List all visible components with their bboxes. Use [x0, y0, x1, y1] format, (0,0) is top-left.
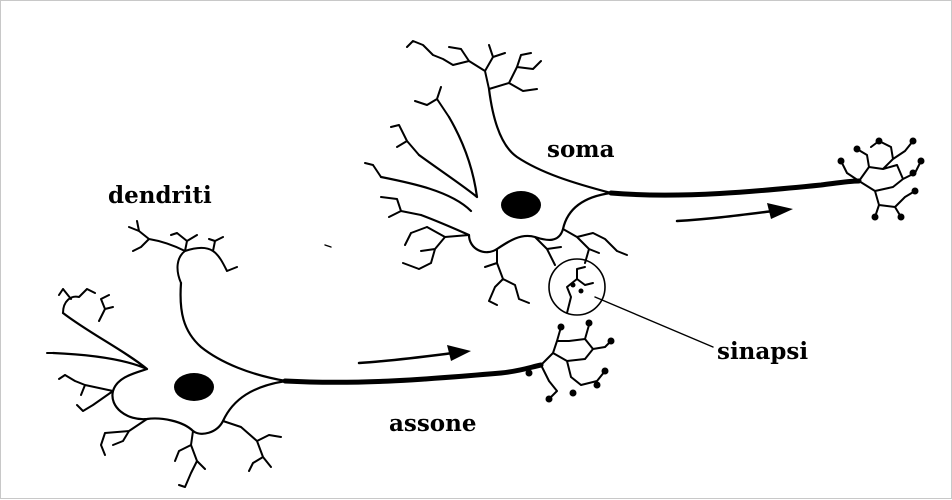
soma-outline-lower [53, 283, 286, 434]
dendrite-lower-top [129, 221, 237, 283]
signal-arrowhead-upper [767, 203, 793, 219]
axon-terminal-lower [541, 325, 611, 399]
synapse-region [549, 259, 713, 347]
nucleus-lower [174, 373, 214, 401]
neuron-upper [365, 41, 925, 305]
dendrite-lower-left [47, 289, 147, 455]
synapse-circle [549, 259, 605, 315]
dendrite-lower-bottom [175, 421, 281, 487]
signal-arrowhead-lower [447, 345, 471, 361]
signal-arrow-upper [677, 211, 773, 221]
label-dendrites: dendriti [108, 184, 212, 207]
signal-arrow-lower [359, 353, 453, 363]
neuron-lower [47, 221, 615, 487]
dendrite-upper-bottom [485, 229, 627, 305]
label-axon: assone [389, 412, 477, 435]
dendrite-upper-top [407, 41, 541, 91]
label-synapse: sinapsi [717, 340, 808, 363]
soma-outline-upper [381, 89, 611, 252]
nucleus-upper [501, 191, 541, 219]
axon-upper [611, 181, 859, 195]
stray-mark [325, 245, 331, 247]
label-soma: soma [547, 138, 615, 161]
axon-lower [285, 365, 541, 382]
